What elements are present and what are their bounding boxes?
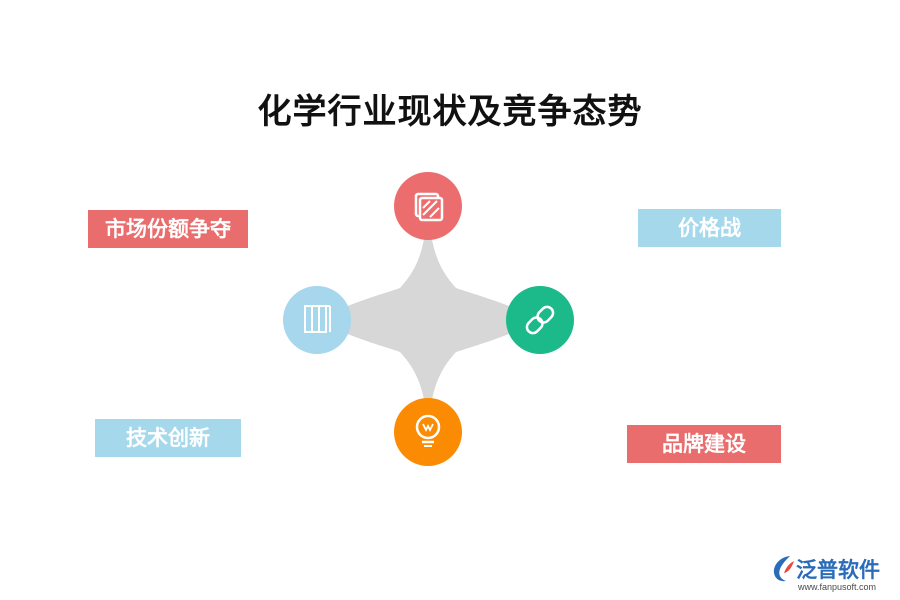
books-icon — [304, 305, 331, 333]
node-bottom — [394, 398, 462, 466]
label-brand-building: 品牌建设 — [627, 425, 781, 463]
node-top — [394, 172, 462, 240]
hatched-square-icon — [414, 192, 444, 222]
label-price-war: 价格战 — [638, 209, 781, 247]
star-shape — [318, 205, 540, 432]
brand-logo: 泛普软件 www.fanpusoft.com — [770, 553, 895, 595]
logo-name: 泛普软件 — [796, 558, 880, 582]
diagram-title: 化学行业现状及竞争态势 — [257, 92, 643, 132]
logo-mark-icon — [773, 556, 794, 582]
node-left — [283, 286, 351, 354]
node-right — [506, 286, 574, 354]
lightbulb-icon — [415, 414, 441, 447]
label-market-share: 市场份额争夺 — [88, 210, 248, 248]
label-tech-innovation: 技术创新 — [95, 419, 241, 457]
link-icon — [525, 305, 555, 335]
logo-url: www.fanpusoft.com — [798, 582, 877, 592]
four-point-star-diagram — [283, 172, 574, 466]
